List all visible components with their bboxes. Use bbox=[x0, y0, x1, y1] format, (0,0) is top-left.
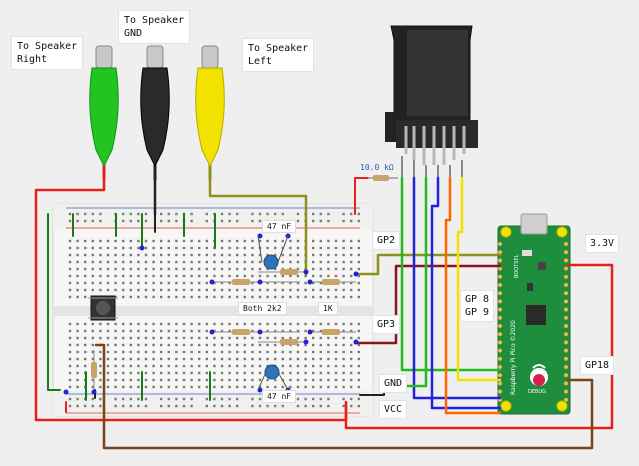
resistor-2k2-d bbox=[258, 339, 309, 345]
resistor-2k2-c bbox=[209, 329, 300, 335]
label-cap-top: 47 nF bbox=[262, 220, 297, 233]
resistors bbox=[63, 175, 398, 395]
wire-speaker-left bbox=[208, 176, 308, 277]
pico-pins bbox=[497, 241, 569, 403]
wire-jack-green2 bbox=[382, 176, 428, 388]
capacitor-top bbox=[257, 235, 289, 270]
resistor-10k bbox=[368, 175, 398, 181]
label-3v3: 3.3V bbox=[585, 234, 620, 253]
label-speaker-right: To Speaker Right bbox=[11, 36, 84, 70]
wire-jack-orange bbox=[444, 176, 502, 415]
wire-jack-yellow bbox=[456, 176, 502, 382]
resistor-pull bbox=[63, 350, 97, 395]
label-gp8-gp9: GP 8 GP 9 bbox=[460, 290, 495, 322]
wire-jack-blue bbox=[412, 176, 502, 400]
audio-jack bbox=[385, 25, 478, 178]
label-10k: 10.0 kΩ bbox=[360, 163, 394, 172]
resistor-2k2-a bbox=[209, 279, 300, 285]
label-speaker-gnd: To Speaker GND bbox=[118, 10, 191, 44]
wire-jack-green bbox=[400, 176, 502, 372]
label-2k2: Both 2k2 bbox=[238, 302, 287, 315]
resistor-2k2-b bbox=[258, 269, 309, 275]
wire-10k-red bbox=[354, 177, 369, 215]
wire-gp2 bbox=[353, 253, 502, 276]
breadboard bbox=[52, 203, 374, 417]
label-gp3: GP3 bbox=[372, 315, 401, 334]
clip-gnd bbox=[140, 45, 170, 180]
wire-gp18 bbox=[94, 343, 594, 450]
pico-logo-text: Raspberry Pi Pico ©2020 bbox=[510, 320, 517, 395]
wire-gp3 bbox=[353, 264, 502, 345]
label-gp18: GP18 bbox=[580, 356, 615, 375]
resistor-1k-b bbox=[307, 329, 359, 345]
clip-left bbox=[195, 45, 225, 180]
label-gnd: GND bbox=[379, 374, 408, 393]
wire-jack-blue2 bbox=[430, 176, 502, 410]
resistor-1k-a bbox=[307, 271, 359, 285]
label-1k: 1K bbox=[318, 302, 338, 315]
raspberry-logo-icon bbox=[530, 364, 548, 386]
label-speaker-left: To Speaker Left bbox=[242, 38, 315, 72]
push-button bbox=[88, 295, 118, 321]
wire-3v3 bbox=[344, 263, 614, 430]
pico-debug-label: DEBUG bbox=[528, 389, 546, 395]
pico-bootsel-label: BOOTSEL bbox=[514, 254, 520, 278]
clip-right bbox=[89, 45, 119, 180]
label-cap-bottom: 47 nF bbox=[262, 390, 297, 403]
wires bbox=[34, 176, 614, 450]
label-gp2: GP2 bbox=[372, 231, 401, 250]
wire-bb-green-9 bbox=[47, 213, 61, 391]
capacitor-bottom bbox=[257, 364, 289, 391]
label-vcc: VCC bbox=[379, 400, 408, 419]
raspberry-pi-pico: DEBUG BOOTSEL Raspberry Pi Pico ©2020 bbox=[497, 213, 571, 415]
